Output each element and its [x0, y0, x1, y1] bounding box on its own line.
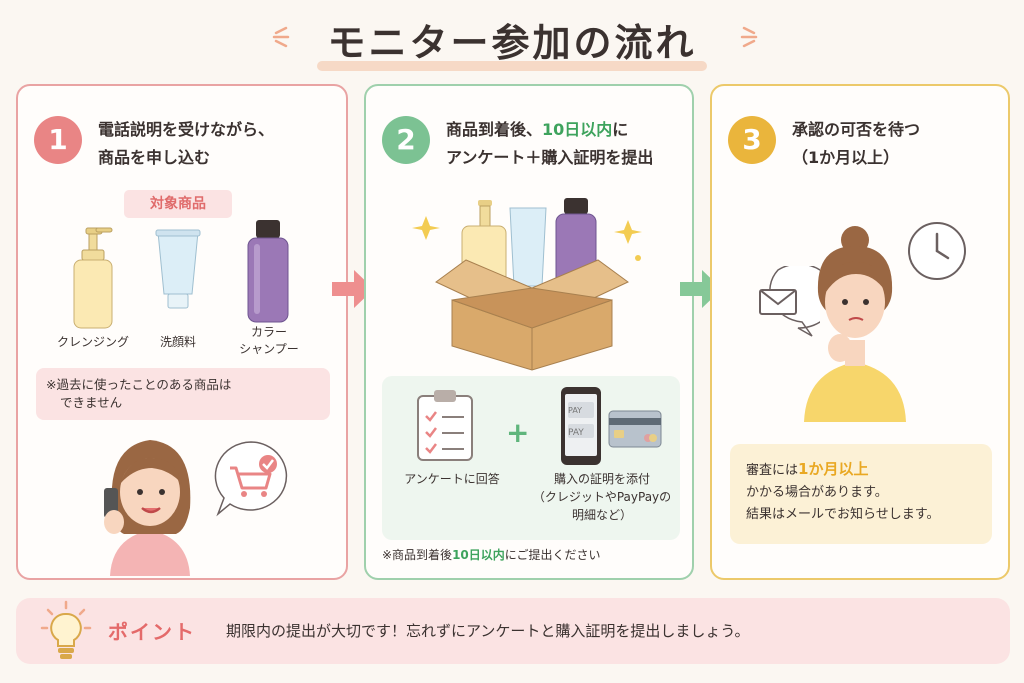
step2-heading: 商品到着後、10日以内に アンケート＋購入証明を提出 — [446, 116, 653, 172]
proof-label: 購入の証明を添付 （クレジットやPayPayの 明細など） — [522, 470, 682, 524]
lightbulb-icon — [40, 600, 92, 659]
step1-heading-line2: 商品を申し込む — [98, 148, 211, 167]
product-label-cleansing: クレンジング — [56, 335, 129, 349]
target-products-tag: 対象商品 — [124, 190, 232, 218]
phone-pay-text-2: PAY — [568, 428, 584, 438]
page-title: モニター参加の流れ — [309, 8, 714, 73]
mail-bubble-icon — [759, 266, 820, 337]
step1-note: ※過去に使ったことのある商品は できません — [36, 368, 330, 420]
sparkle-lines-right-icon — [740, 26, 758, 48]
clipboard-checklist-icon — [417, 390, 473, 461]
proof-line1: 購入の証明を添付 — [553, 472, 650, 486]
step2-heading-highlight: 10日以内 — [542, 120, 613, 139]
waiting-woman-illustration — [804, 226, 906, 422]
phone-pay-text-1: PAY — [568, 406, 583, 415]
step2-heading-post: に — [612, 120, 629, 139]
point-text: 期限内の提出が大切です！忘れずにアンケートと購入証明を提出しましょう。 — [226, 622, 750, 640]
clock-icon — [908, 222, 966, 280]
submission-box: + PAY PAY アンケートに回答 購入の証明を添付 （クレジットやPayPa… — [382, 376, 680, 540]
step2-note-post: にご提出ください — [504, 548, 601, 562]
product-box-illustration — [412, 198, 642, 371]
step3-box-line1: 審査には1か月以上 — [746, 458, 976, 482]
product-label-color-shampoo: カラー シャンプー — [224, 324, 314, 358]
product-label-color: カラー — [250, 325, 287, 339]
survey-label: アンケートに回答 — [404, 472, 500, 486]
point-bar: ポイント 期限内の提出が大切です！忘れずにアンケートと購入証明を提出しましょう。 — [16, 598, 1010, 664]
title-area: モニター参加の流れ — [0, 8, 1024, 71]
sparkle-lines-left-icon — [272, 26, 290, 48]
step2-note-pre: ※商品到着後 — [382, 548, 453, 562]
step2-panel: 2 商品到着後、10日以内に アンケート＋購入証明を提出 — [364, 84, 694, 580]
step2-note: ※商品到着後10日以内にご提出ください — [382, 546, 601, 563]
arrow-right-icon-1 — [332, 270, 374, 308]
color-shampoo-bottle-icon — [247, 220, 289, 323]
step3-heading-line2: （1か月以上） — [792, 148, 900, 167]
smartphone-icon — [561, 387, 601, 465]
cleansing-bottle-icon — [73, 227, 113, 329]
step1-heading-line1: 電話説明を受けながら、 — [98, 120, 275, 139]
proof-line2: （クレジットやPayPayの — [532, 490, 672, 504]
credit-card-icon — [608, 410, 662, 448]
plus-icon: + — [506, 416, 530, 449]
step3-panel: 3 承認の可否を待つ （1か月以上） 審査には1か月以上 かかる場合があります。… — [710, 84, 1010, 580]
shopping-cart-bubble-icon — [214, 441, 288, 517]
step1-heading: 電話説明を受けながら、 商品を申し込む — [98, 116, 274, 172]
proof-line3: 明細など） — [571, 508, 632, 522]
step2-note-highlight: 10日以内 — [452, 548, 505, 562]
point-label: ポイント — [108, 620, 196, 644]
step2-heading-line1: 商品到着後、10日以内に — [446, 116, 653, 144]
product-label-face-wash: 洗顔料 — [159, 335, 196, 349]
step3-heading-line1: 承認の可否を待つ — [792, 120, 921, 139]
product-label-shampoo: シャンプー — [239, 342, 299, 356]
face-wash-tube-icon — [155, 229, 201, 309]
step3-box-highlight: 1か月以上 — [798, 460, 869, 478]
step2-heading-line2: アンケート＋購入証明を提出 — [446, 148, 654, 167]
step3-box-pre: 審査には — [746, 463, 799, 478]
step1-note-line2: できません — [60, 395, 123, 410]
step3-box-line3: 結果はメールでお知らせします。 — [746, 507, 940, 522]
step1-note-line1: ※過去に使ったことのある商品は — [46, 377, 232, 392]
step2-heading-pre: 商品到着後、 — [446, 120, 543, 139]
step3-heading: 承認の可否を待つ （1か月以上） — [792, 116, 920, 172]
step2-number: 2 — [382, 116, 430, 164]
step1-panel: 1 電話説明を受けながら、 商品を申し込む 対象商品 クレンジング 洗顔料 カラ… — [16, 84, 348, 580]
step3-box-line2: かかる場合があります。 — [746, 485, 888, 500]
step3-number: 3 — [728, 116, 776, 164]
woman-on-phone-illustration — [104, 440, 191, 576]
step3-info-box: 審査には1か月以上 かかる場合があります。 結果はメールでお知らせします。 — [730, 444, 992, 544]
step1-number: 1 — [34, 116, 82, 164]
